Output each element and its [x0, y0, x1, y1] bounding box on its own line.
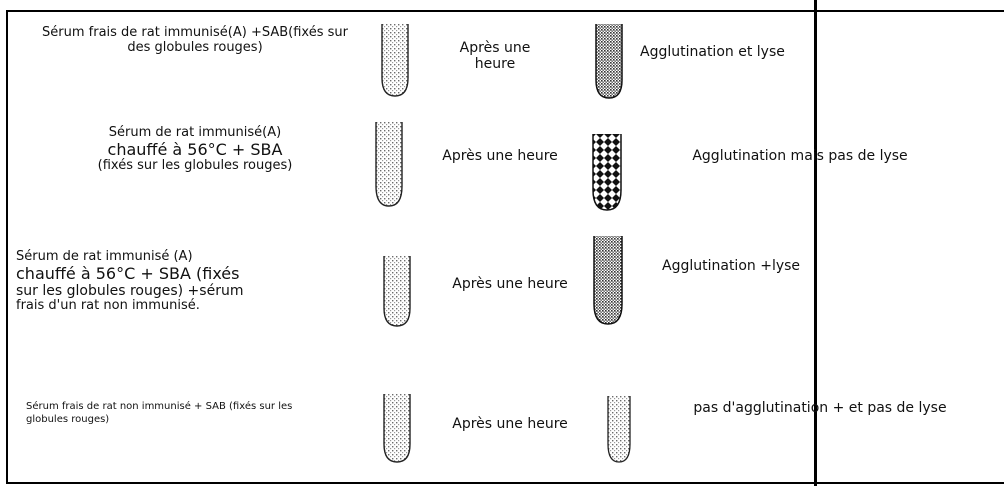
row2-result: Agglutination mais pas de lyse — [650, 148, 950, 164]
row4-tube-before — [380, 390, 414, 466]
row1-tube-after — [592, 20, 626, 102]
row4-time: Après une heure — [450, 416, 570, 432]
row2-time: Après une heure — [440, 148, 560, 164]
row2-tube-after — [588, 130, 626, 214]
row1-serum: Sérum frais de rat immunisé(A) +SAB(fixé… — [40, 26, 350, 56]
row4-serum: Sérum frais de rat non immunisé + SAB (f… — [26, 400, 306, 426]
row4-tube-after — [604, 392, 634, 466]
row3-time: Après une heure — [450, 276, 570, 292]
row1-time: Après une heure — [440, 40, 550, 72]
row3-serum: Sérum de rat immunisé (A) chauffé à 56°C… — [16, 250, 346, 314]
row3-tube-after — [590, 232, 626, 328]
row1-result: Agglutination et lyse — [640, 44, 900, 60]
row2-serum: Sérum de rat immunisé(A) chauffé à 56°C … — [40, 126, 350, 174]
row4-result: pas d'agglutination + et pas de lyse — [680, 400, 960, 416]
row1-tube-before — [378, 20, 412, 100]
row3-tube-before — [380, 252, 414, 330]
row3-result: Agglutination +lyse — [662, 258, 902, 274]
row2-tube-before — [372, 118, 406, 210]
